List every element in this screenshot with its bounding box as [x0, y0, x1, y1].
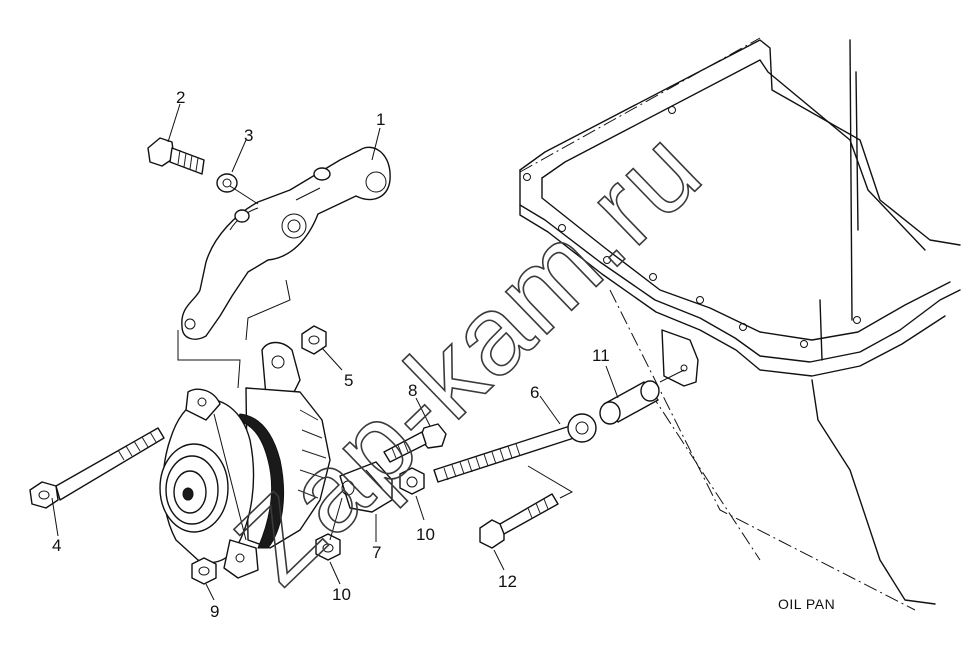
oil-pan — [519, 37, 961, 611]
adjusting-rod-6 — [433, 413, 597, 483]
oil-pan-caption: OIL PAN — [778, 596, 835, 612]
callout-5: 5 — [344, 371, 353, 390]
adjusting-bracket-7 — [339, 461, 393, 513]
callout-1: 1 — [376, 110, 385, 129]
callout-2: 2 — [176, 88, 185, 107]
bolt-2 — [147, 137, 205, 175]
callout-10-upper: 10 — [416, 525, 435, 544]
callout-3: 3 — [244, 126, 253, 145]
nut-9 — [191, 557, 217, 585]
nut-5 — [301, 325, 327, 355]
long-bolt-4 — [29, 427, 165, 509]
bolt-8 — [383, 423, 447, 463]
callout-numbers: 2 3 1 4 5 6 7 8 9 10 10 11 12 — [52, 88, 610, 621]
callout-11: 11 — [592, 346, 610, 365]
nut-10-lower — [315, 533, 341, 561]
leader-lines — [51, 103, 685, 601]
spacer-11 — [599, 380, 660, 425]
callout-10-lower: 10 — [332, 585, 351, 604]
callout-8: 8 — [408, 381, 417, 400]
callout-6: 6 — [530, 383, 539, 402]
callout-4: 4 — [52, 536, 61, 555]
callout-12: 12 — [498, 572, 517, 591]
callout-9: 9 — [210, 602, 219, 621]
nut-10-upper — [399, 467, 425, 495]
callout-7: 7 — [372, 543, 381, 562]
alternator-bracket — [181, 146, 391, 340]
bolt-12 — [479, 493, 559, 549]
alternator — [159, 341, 331, 579]
washer-3 — [216, 173, 238, 193]
